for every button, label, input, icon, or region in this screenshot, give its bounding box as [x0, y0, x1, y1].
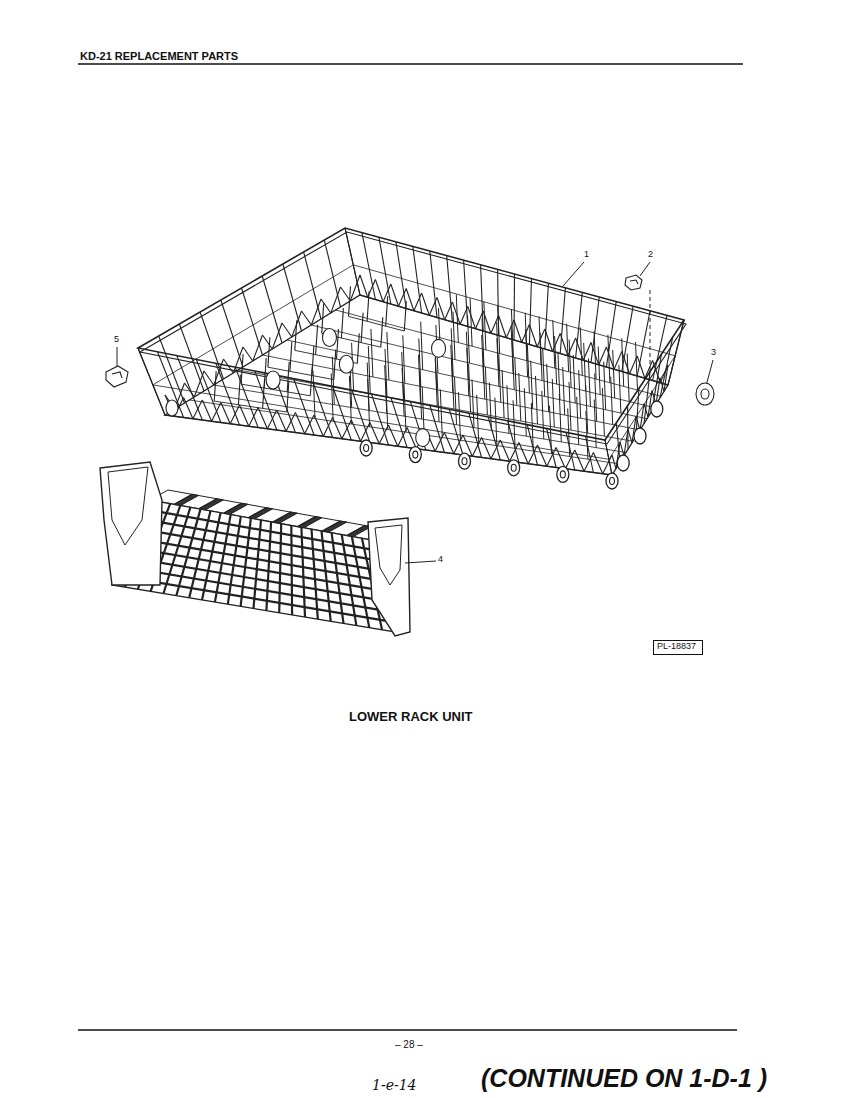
leader-lines — [117, 262, 713, 563]
callout-number: 2 — [648, 250, 653, 259]
small-parts — [106, 275, 714, 405]
lower-rack — [138, 228, 686, 489]
footer-rule — [78, 1029, 737, 1031]
callout-number: 1 — [584, 250, 589, 259]
continued-note: (CONTINUED ON 1-D-1 ) — [481, 1066, 767, 1091]
handwritten-note: 1-e-14 — [372, 1078, 416, 1092]
callout-number: 3 — [711, 348, 716, 357]
plate-number: PL-18837 — [657, 642, 699, 652]
header-rule — [78, 63, 743, 65]
page-number: – 28 – — [395, 1040, 423, 1050]
callout-number: 5 — [114, 335, 119, 344]
figure-caption: LOWER RACK UNIT — [349, 710, 473, 723]
silverware-basket — [100, 462, 410, 636]
page-header: KD-21 REPLACEMENT PARTS — [80, 51, 238, 62]
plate-number-box: PL-18837 — [653, 640, 703, 655]
callout-number: 4 — [438, 555, 443, 564]
